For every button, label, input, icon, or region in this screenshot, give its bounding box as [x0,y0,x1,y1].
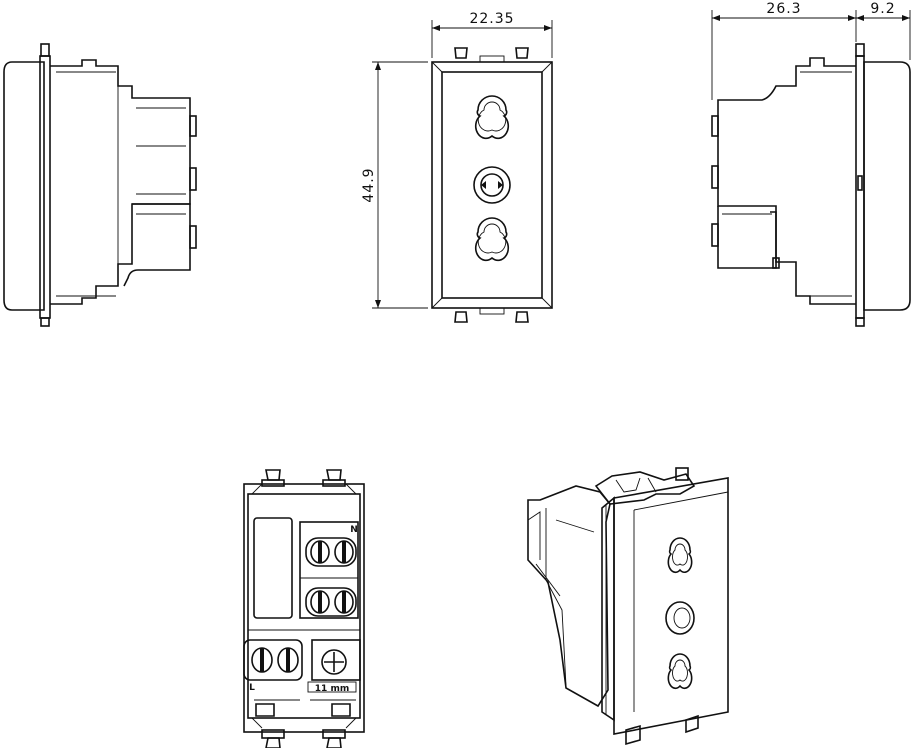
rear-view: N L 11 mm [243,469,365,748]
strip-length-label: 11 mm [315,684,349,694]
dimension-height-label: 44.9 [361,167,377,202]
front-view: 22.35 44.9 [361,11,553,323]
terminal-n-label: N [350,525,358,535]
dimension-width-label: 22.35 [469,11,514,27]
dimension-depth-label: 26.3 [766,1,801,17]
terminal-l-label: L [249,683,255,693]
dimension-front-depth-label: 9.2 [870,1,895,17]
right-side-view: 26.3 9.2 [711,1,911,327]
left-side-view [3,43,197,327]
perspective-view [527,467,729,746]
